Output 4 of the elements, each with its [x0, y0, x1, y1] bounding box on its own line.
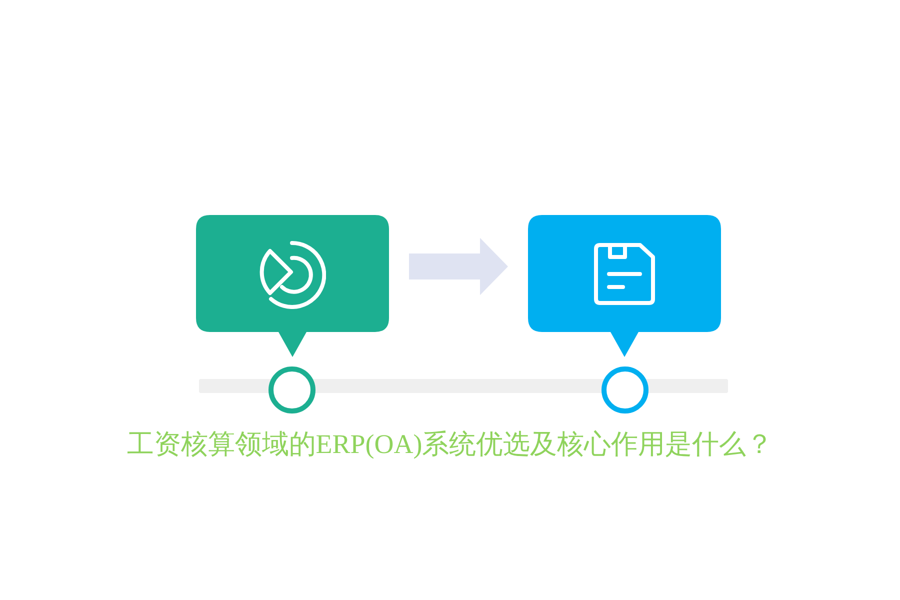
- title: 工资核算领域的ERP(OA)系统优选及核心作用是什么？: [126, 428, 774, 461]
- arrow: [409, 238, 508, 296]
- callout-box: [196, 215, 389, 357]
- callout-box: [528, 215, 721, 357]
